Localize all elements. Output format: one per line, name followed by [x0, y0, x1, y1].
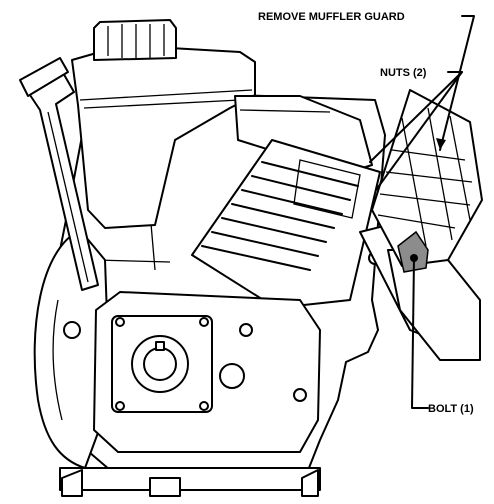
cooling-fins [201, 161, 359, 271]
label-remove-guard: REMOVE MUFFLER GUARD [258, 11, 405, 23]
callout-bolt: BOLT (1) [411, 257, 474, 415]
callout-nuts: NUTS (2) [369, 67, 463, 191]
dipstick-tube [19, 57, 99, 291]
guard-mount-tab [397, 230, 429, 273]
callout-remove-guard: REMOVE MUFFLER GUARD [258, 11, 475, 151]
label-bolt: BOLT (1) [428, 403, 474, 415]
fuel-cap [93, 19, 177, 61]
label-nuts: NUTS (2) [380, 67, 427, 79]
base-feet [59, 467, 321, 497]
recoil-starter [33, 229, 111, 469]
pto-plate [93, 291, 321, 453]
